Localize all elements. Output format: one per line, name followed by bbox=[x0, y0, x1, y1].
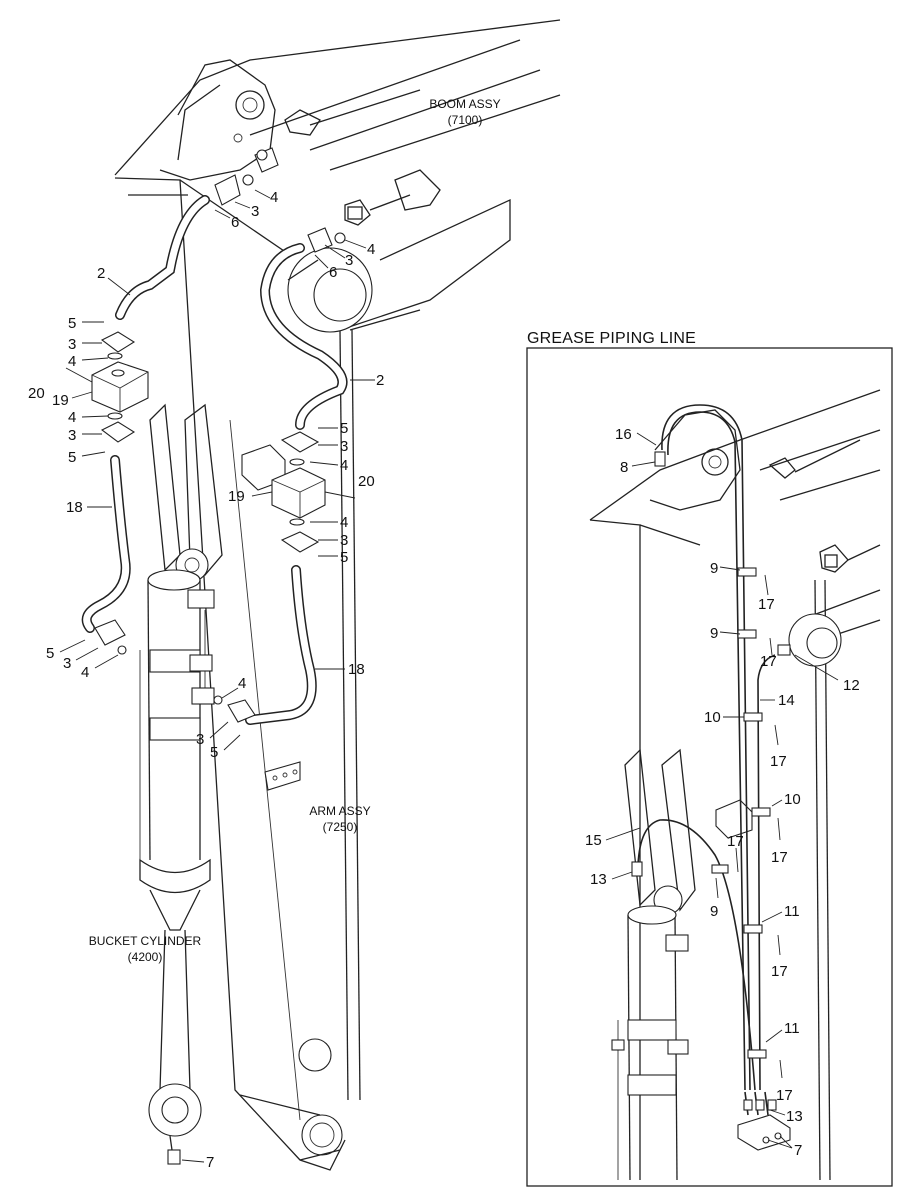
callout: 6 bbox=[231, 214, 239, 231]
main-callouts: 2 3 4 6 3 4 6 2 5 3 4 20 19 4 3 5 18 5 3 bbox=[28, 189, 384, 1171]
callout: 13 bbox=[786, 1108, 803, 1125]
callout: 5 bbox=[340, 420, 348, 437]
callout: 9 bbox=[710, 560, 718, 577]
callout: 5 bbox=[68, 449, 76, 466]
callout: 3 bbox=[345, 252, 353, 269]
callout: 3 bbox=[340, 438, 348, 455]
bucket-cylinder bbox=[139, 403, 223, 1165]
callout: 20 bbox=[358, 473, 375, 490]
boom-assy-code: (7100) bbox=[448, 113, 483, 127]
callout: 17 bbox=[770, 753, 787, 770]
callout: 12 bbox=[843, 677, 860, 694]
callout: 3 bbox=[340, 532, 348, 549]
callout: 3 bbox=[68, 336, 76, 353]
callout: 17 bbox=[771, 963, 788, 980]
callout: 11 bbox=[784, 903, 800, 920]
callout: 4 bbox=[270, 189, 278, 206]
arm-structure bbox=[114, 84, 373, 1171]
bucket-cylinder-label: BUCKET CYLINDER bbox=[89, 934, 202, 948]
bucket-cylinder-code: (4200) bbox=[128, 950, 163, 964]
callout: 5 bbox=[46, 645, 54, 662]
boom-structure bbox=[114, 19, 561, 331]
callout: 13 bbox=[590, 871, 607, 888]
callout: 9 bbox=[710, 903, 718, 920]
callout: 17 bbox=[727, 833, 744, 850]
callout: 11 bbox=[784, 1020, 800, 1037]
boom-assy-label: BOOM ASSY bbox=[429, 97, 500, 111]
callout: 16 bbox=[615, 426, 632, 443]
callout: 17 bbox=[758, 596, 775, 613]
callout: 17 bbox=[760, 653, 777, 670]
arm-assy-label: ARM ASSY bbox=[309, 804, 370, 818]
callout: 19 bbox=[52, 392, 69, 409]
callout: 17 bbox=[776, 1087, 793, 1104]
callout: 4 bbox=[238, 675, 246, 692]
grease-piping-inset: GREASE PIPING LINE bbox=[526, 330, 893, 1187]
callout: 7 bbox=[794, 1142, 802, 1159]
callout: 5 bbox=[210, 744, 218, 761]
inset-title: GREASE PIPING LINE bbox=[527, 330, 696, 347]
callout: 18 bbox=[348, 661, 365, 678]
callout: 18 bbox=[66, 499, 83, 516]
callout: 3 bbox=[68, 427, 76, 444]
hose-assemblies bbox=[81, 195, 348, 725]
callout: 5 bbox=[340, 549, 348, 566]
callout: 3 bbox=[196, 731, 204, 748]
callout: 4 bbox=[367, 241, 375, 258]
callout: 8 bbox=[620, 459, 628, 476]
callout: 3 bbox=[251, 203, 259, 220]
callout: 15 bbox=[585, 832, 602, 849]
callout: 4 bbox=[81, 664, 89, 681]
callout: 17 bbox=[771, 849, 788, 866]
callout: 9 bbox=[710, 625, 718, 642]
callout: 2 bbox=[97, 265, 105, 282]
callout: 6 bbox=[329, 264, 337, 281]
callout: 10 bbox=[704, 709, 721, 726]
callout: 3 bbox=[63, 655, 71, 672]
arm-assy-code: (7250) bbox=[323, 820, 358, 834]
callout: 20 bbox=[28, 385, 45, 402]
callout: 2 bbox=[376, 372, 384, 389]
fittings bbox=[65, 147, 356, 723]
callout: 19 bbox=[228, 488, 245, 505]
callout: 10 bbox=[784, 791, 801, 808]
callout: 4 bbox=[68, 409, 76, 426]
callout: 14 bbox=[778, 692, 795, 709]
callout: 4 bbox=[340, 514, 348, 531]
callout: 5 bbox=[68, 315, 76, 332]
inset-frame bbox=[526, 347, 893, 1187]
callout: 7 bbox=[206, 1154, 214, 1171]
callout: 4 bbox=[68, 353, 76, 370]
assembly-labels: BOOM ASSY (7100) ARM ASSY (7250) BUCKET … bbox=[89, 97, 501, 964]
callout: 4 bbox=[340, 457, 348, 474]
